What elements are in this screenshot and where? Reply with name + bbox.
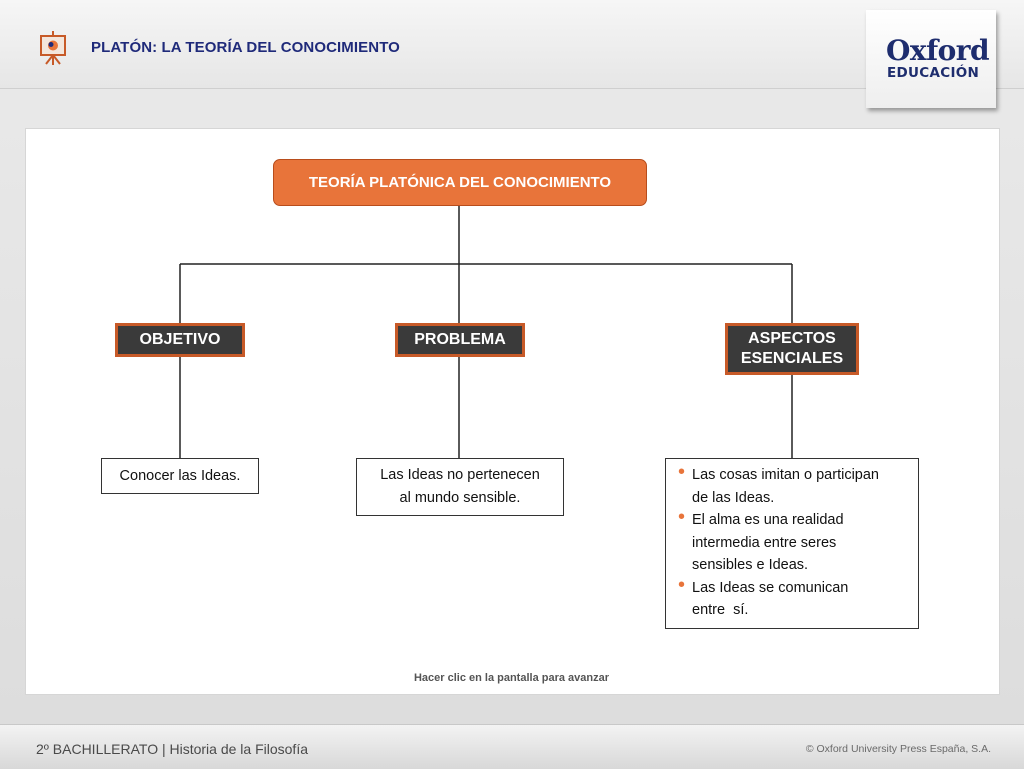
logo-wordmark: Oxford	[886, 34, 990, 67]
list-item: • Las Ideas se comunican entre sí.	[678, 573, 918, 622]
leaf-objetivo: Conocer las Ideas.	[101, 458, 259, 494]
bullet-list: • Las cosas imitan o participan de las I…	[678, 461, 918, 622]
leaf-aspectos: • Las cosas imitan o participan de las I…	[665, 458, 919, 629]
list-item-text: El alma es una realidad	[692, 512, 844, 528]
logo-subtitle: EDUCACIÓN	[887, 65, 980, 81]
list-item: • El alma es una realidad intermedia ent…	[678, 506, 918, 577]
advance-hint: Hacer clic en la pantalla para avanzar	[413, 672, 610, 684]
oxford-logo: Oxford EDUCACIÓN	[866, 10, 996, 108]
footer-bar: 2º BACHILLERATO | Historia de la Filosof…	[0, 724, 1024, 769]
root-node: TEORÍA PLATÓNICA DEL CONOCIMIENTO	[273, 159, 647, 206]
page-title: PLATÓN: LA TEORÍA DEL CONOCIMIENTO	[91, 39, 400, 56]
category-problema: PROBLEMA	[395, 323, 525, 357]
category-aspectos-esenciales: ASPECTOS ESENCIALES	[725, 323, 859, 375]
list-item-text: Las cosas imitan o participan	[692, 467, 879, 483]
list-item-text: sensibles e Ideas.	[692, 557, 809, 573]
list-item-text: intermedia entre seres	[692, 534, 837, 551]
category-label-line: ASPECTOS	[748, 330, 836, 347]
list-item-text: entre sí.	[692, 602, 749, 618]
list-item-text: de las Ideas.	[692, 489, 775, 506]
category-objetivo: OBJETIVO	[115, 323, 245, 357]
leaf-text: Las Ideas no pertenecen	[380, 467, 540, 483]
leaf-text: al mundo sensible.	[399, 490, 521, 506]
presentation-board-icon	[40, 31, 66, 65]
bullet-icon: •	[678, 506, 686, 528]
bullet-icon: •	[678, 461, 686, 483]
copyright-label: © Oxford University Press España, S.A.	[805, 743, 991, 755]
leaf-text: Conocer las Ideas.	[119, 468, 241, 484]
category-label-line: ESENCIALES	[740, 350, 844, 367]
list-item-text: Las Ideas se comunican	[692, 579, 849, 596]
bullet-icon: •	[678, 573, 686, 596]
list-item: • Las cosas imitan o participan de las I…	[678, 461, 918, 509]
leaf-problema: Las Ideas no pertenecen al mundo sensibl…	[356, 458, 564, 516]
course-label: 2º BACHILLERATO | Historia de la Filosof…	[36, 741, 309, 757]
header-bar: PLATÓN: LA TEORÍA DEL CONOCIMIENTO	[0, 0, 1024, 89]
